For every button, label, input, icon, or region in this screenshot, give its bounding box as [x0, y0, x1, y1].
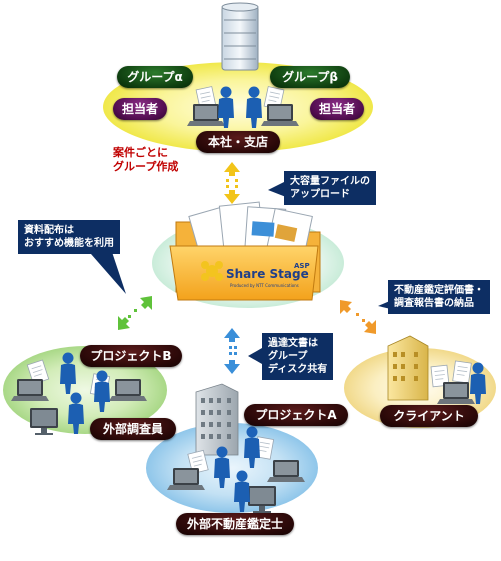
group-creation-line2: グループ作成 [113, 160, 179, 173]
logo-suffix: ASP [294, 262, 310, 270]
client-label: クライアント [380, 405, 478, 427]
shared-disk-callout-line1: 過達文書は [268, 338, 318, 349]
project-a-label: プロジェクトA [244, 404, 348, 426]
arrow-shared-disk-icon [224, 328, 240, 374]
shared-disk-callout-line3: ディスク共有 [268, 364, 328, 375]
distribution-callout-line2: おすすめ機能を利用 [24, 238, 114, 249]
share-stage-logo-icon [201, 261, 223, 281]
upload-callout-line2: アップロード [290, 189, 350, 200]
upload-callout: 大容量ファイルの アップロード [284, 171, 376, 205]
group-creation-line1: 案件ごとに [113, 146, 168, 159]
document-icon [452, 360, 472, 384]
person-right-label: 担当者 [310, 98, 364, 120]
person-left-label: 担当者 [113, 98, 167, 120]
arrow-upload-icon [224, 162, 240, 204]
external-appraiser-label: 外部不動産鑑定士 [176, 513, 294, 535]
callout-tail [84, 246, 126, 294]
shared-disk-callout-line2: グループ [268, 351, 308, 362]
group-alpha-label: グループα [117, 66, 193, 88]
logo-name: Share Stage [226, 267, 309, 281]
delivery-callout: 不動産鑑定評価書・ 調査報告書の納品 [388, 280, 490, 314]
external-investigator-label: 外部調査員 [90, 418, 176, 440]
callout-tail [268, 181, 286, 197]
callout-tail [248, 348, 262, 364]
client-building-icon [387, 335, 429, 401]
arrow-distribution-icon [118, 296, 152, 330]
group-beta-label: グループβ [270, 66, 350, 88]
server-icon [221, 2, 259, 71]
arrow-delivery-icon [340, 300, 376, 334]
delivery-callout-line1: 不動産鑑定評価書・ [394, 285, 484, 296]
building-icon [195, 383, 239, 456]
shared-disk-callout: 過達文書は グループ ディスク共有 [262, 333, 334, 380]
distribution-callout: 資料配布は おすすめ機能を利用 [18, 220, 120, 254]
group-creation-note: 案件ごとに グループ作成 [113, 146, 178, 174]
upload-callout-line1: 大容量ファイルの [290, 176, 370, 187]
distribution-callout-line1: 資料配布は [24, 225, 74, 236]
project-b-label: プロジェクトB [80, 345, 182, 367]
monitor-icon [30, 408, 58, 435]
logo-tagline: Produced by NTT Communications [230, 283, 299, 288]
delivery-callout-line2: 調査報告書の納品 [394, 298, 474, 309]
hq-label: 本社・支店 [196, 131, 280, 153]
